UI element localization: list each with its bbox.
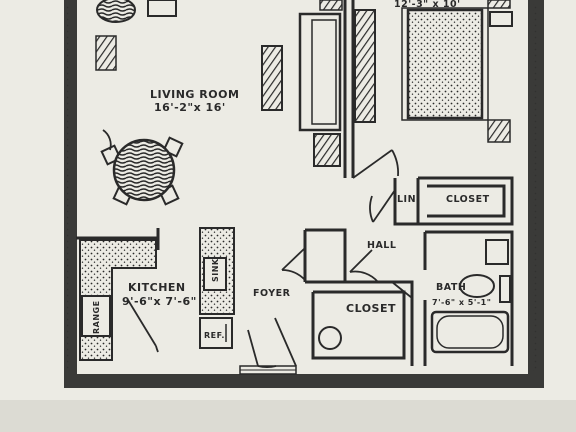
sink-label: SINK: [211, 258, 220, 282]
paper-shadow: [0, 400, 576, 432]
living-room-furniture: [95, 0, 376, 206]
sofa: [298, 12, 342, 132]
living-room-name: LIVING ROOM: [150, 88, 239, 101]
coffee-table: [261, 45, 283, 111]
side-table: [96, 0, 136, 23]
bath-fixtures: [430, 239, 511, 354]
bed: [406, 8, 484, 120]
door-swings: [102, 129, 413, 369]
bath-dims: 7'-6" x 5'-1": [432, 298, 491, 307]
refrigerator-label: REF.: [204, 331, 225, 340]
tall-cabinet: [354, 9, 376, 123]
arm-chair: [313, 133, 341, 167]
bath-name: BATH: [436, 282, 466, 293]
bottom-window: [239, 365, 297, 375]
kitchen-name: KITCHEN: [128, 281, 186, 294]
dining-table: [100, 136, 184, 206]
end-table: [147, 0, 177, 17]
bedroom-closet-name: CLOSET: [446, 194, 490, 205]
hall-name: HALL: [367, 240, 396, 251]
living-room-dims: 16'-2"x 16': [154, 101, 226, 114]
closet-name: CLOSET: [346, 302, 396, 315]
linen-closet-name: LIN.: [397, 194, 420, 205]
kitchen-dims: 9'-6"x 7'-6": [122, 295, 197, 308]
nightstand: [487, 119, 511, 143]
foyer-name: FOYER: [253, 288, 291, 299]
interior-walls: [76, 0, 514, 366]
wall-texture: [67, 4, 537, 372]
sink: [203, 257, 227, 291]
vanity: [485, 239, 509, 265]
bedroom-furniture: [401, 0, 511, 143]
bookcase: [95, 35, 117, 71]
range-label: RANGE: [92, 300, 101, 334]
kitchen-fixtures: [79, 227, 235, 361]
range: [81, 295, 111, 337]
water-heater: [318, 326, 342, 350]
bedroom-window: [489, 11, 513, 27]
bathtub: [430, 310, 510, 354]
bedroom-dims: 12'-3" x 10': [394, 0, 461, 10]
toilet: [459, 274, 495, 298]
